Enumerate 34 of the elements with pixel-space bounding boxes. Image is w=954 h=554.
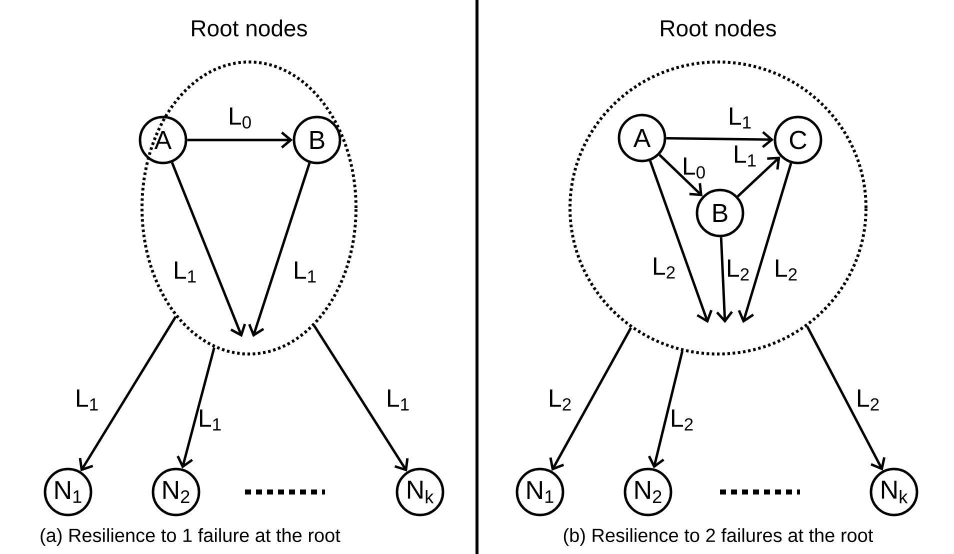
edge-label: L$_{1}$ <box>388 390 409 410</box>
edge-label: L$_{1}$ <box>730 108 751 128</box>
edge-label: L$_{2}$ <box>550 390 571 410</box>
arrow <box>549 327 632 471</box>
arrow <box>648 350 684 468</box>
arrow <box>658 154 703 196</box>
arrow <box>248 162 311 337</box>
edge-label: L$_{2}$ <box>654 258 675 278</box>
edge-label: L$_{2}$ <box>776 260 797 280</box>
arrow <box>176 347 216 469</box>
arrow <box>716 237 733 323</box>
caption: (b) Resilience to 2 failures at the root <box>564 528 874 546</box>
edge-label: L$_{1}$ <box>734 146 756 166</box>
edge-label: L$_{1}$ <box>200 410 221 430</box>
arrow <box>806 326 886 471</box>
heading: Root nodes <box>192 20 307 36</box>
arrow <box>187 132 293 148</box>
edge-label: L$_{0}$ <box>230 107 251 129</box>
edge-label: L$_{2}$ <box>858 390 879 410</box>
arrow <box>313 325 409 472</box>
arrow <box>666 131 774 148</box>
arrow <box>648 160 713 323</box>
edge-label: L$_{1}$ <box>77 390 98 410</box>
arrow <box>738 162 792 323</box>
edge-label: L$_{1}$ <box>175 262 196 282</box>
heading: Root nodes <box>661 20 776 36</box>
edge-label: L$_{2}$ <box>672 410 693 430</box>
arrow <box>170 162 246 337</box>
edge-label: L$_{0}$ <box>684 157 705 179</box>
edge-label: L$_{1}$ <box>295 262 316 282</box>
arrow <box>736 156 780 198</box>
edge-label: L$_{2}$ <box>728 260 749 280</box>
caption: (a) Resilience to 1 failure at the root <box>40 528 340 546</box>
arrow <box>78 316 177 472</box>
